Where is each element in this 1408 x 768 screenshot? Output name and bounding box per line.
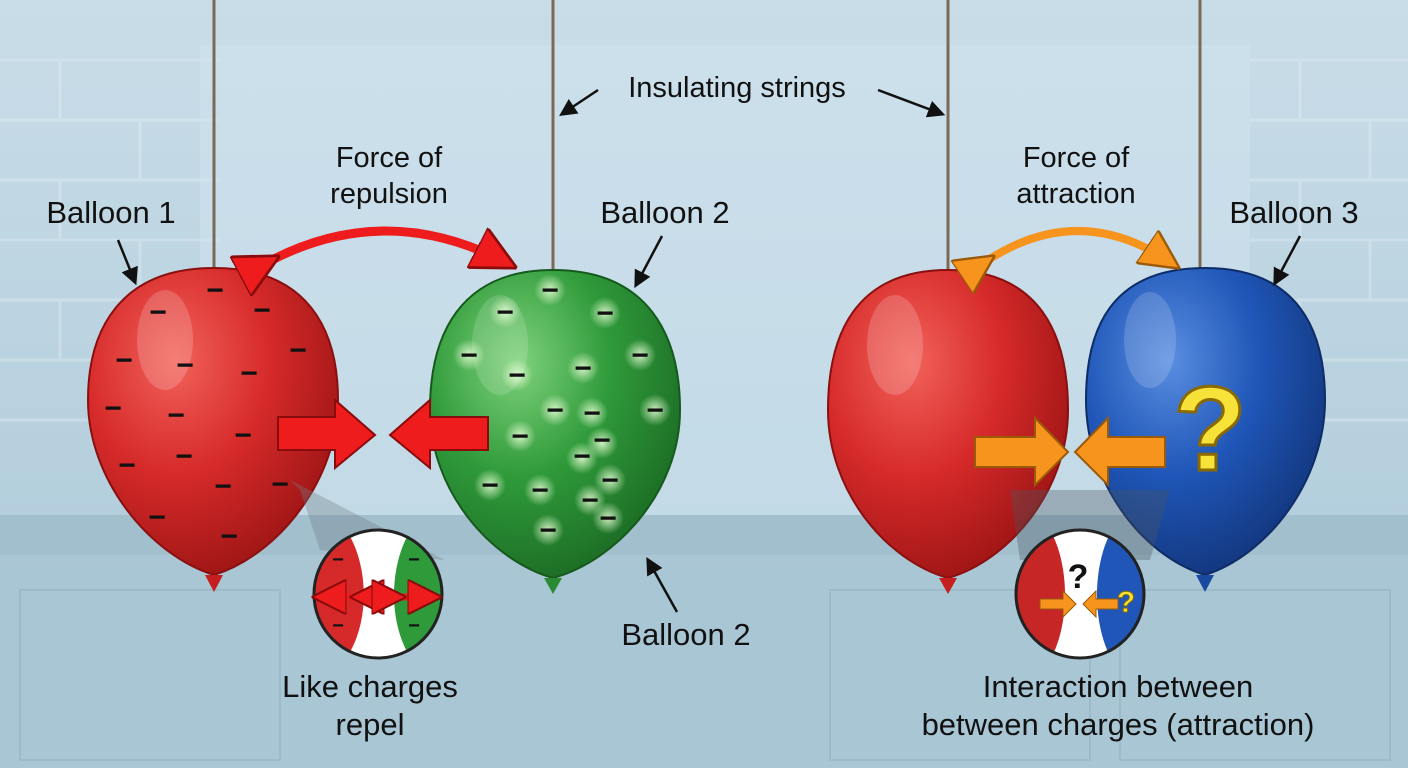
force-of-attraction-label-line1: Force of [1023,142,1130,174]
negative-charge: − [332,615,344,637]
pointer-balloon-3 [1273,235,1302,287]
negative-charge: − [148,501,166,534]
like-charges-zoom-circle: − − − − [312,528,444,660]
balloon-3-label: Balloon 3 [1229,195,1358,230]
attraction-arrow-right [974,415,1070,488]
balloon-2-charges: − − − − − − − − − − − − − − − − − − − [453,274,671,547]
interaction-label-line1: Interaction between [983,669,1254,704]
negative-charge: − [214,470,232,503]
balloon-1-label: Balloon 1 [46,195,175,230]
negative-charge: − [115,344,133,377]
balloon-red-right [826,268,1070,594]
zoom-attract-arrow-left [1082,589,1119,619]
pointer-string-left [559,88,599,116]
negative-charge: − [220,520,238,553]
negative-charge: − [240,357,258,390]
balloon-3: ? [1084,266,1327,592]
negative-charge: − [167,399,185,432]
negative-charge: − [104,392,122,425]
negative-charge: − [481,469,499,502]
negative-charge: − [508,359,526,392]
negative-charge: − [234,419,252,452]
text-labels: Insulating strings Force of repulsion Fo… [46,72,1358,742]
pointer-balloon-1 [116,239,138,286]
negative-charge: − [581,484,599,517]
zoom-question-mark-yellow: ? [1117,586,1135,619]
negative-charge: − [253,294,271,327]
repulsion-curved-arrow [268,226,505,262]
attraction-curved-arrow [985,227,1170,262]
balloon-3-question-mark: ? [1173,362,1246,496]
zoom-question-mark-black: ? [1068,558,1089,596]
insulating-strings [212,0,1202,270]
negative-charge: − [599,502,617,535]
attraction-arrow-left [1073,415,1166,488]
negative-charge: − [631,339,649,372]
negative-charge: − [176,349,194,382]
insulating-strings-label: Insulating strings [628,72,846,104]
pointer-string-right [877,88,946,118]
balloon-2-label-bottom: Balloon 2 [621,617,750,652]
negative-charge: − [574,352,592,385]
negative-charge: − [496,296,514,329]
negative-charge: − [511,420,529,453]
negative-charge: − [175,440,193,473]
negative-charge: − [271,468,289,501]
negative-charge: − [573,440,591,473]
negative-charge: − [206,274,224,307]
pointer-balloon-2-bottom [646,556,679,613]
negative-charge: − [546,394,564,427]
balloon-1 [86,266,340,592]
negative-charge: − [118,449,136,482]
pointer-balloon-2-top [634,235,664,289]
negative-charge: − [583,397,601,430]
force-of-repulsion-label-line2: repulsion [330,178,448,210]
like-charges-label-line1: Like charges [282,669,458,704]
negative-charge: − [332,549,344,571]
negative-charge: − [408,615,420,637]
negative-charge: − [531,474,549,507]
attraction-zoom-circle: ? ? [1014,528,1146,660]
negative-charge: − [289,334,307,367]
interaction-label-line2: between charges (attraction) [922,707,1315,742]
negative-charge: − [646,394,664,427]
repulsion-arrow-left [388,397,489,471]
negative-charge: − [149,296,167,329]
force-of-attraction-label-line2: attraction [1016,178,1135,210]
negative-charge: − [596,297,614,330]
repulsion-arrow-right [277,397,377,471]
label-pointers [116,88,1302,613]
balloon-2-label-top: Balloon 2 [600,195,729,230]
negative-charge: − [539,514,557,547]
negative-charge: − [601,464,619,497]
balloon-1-charges: − − − − − − − − − − − − − − − − [104,274,307,553]
negative-charge: − [460,339,478,372]
negative-charge: − [408,549,420,571]
like-charges-label-line2: repel [336,707,405,742]
negative-charge: − [593,424,611,457]
force-of-repulsion-label-line1: Force of [336,142,443,174]
zoom-attract-arrow-right [1039,589,1077,619]
negative-charge: − [541,274,559,307]
